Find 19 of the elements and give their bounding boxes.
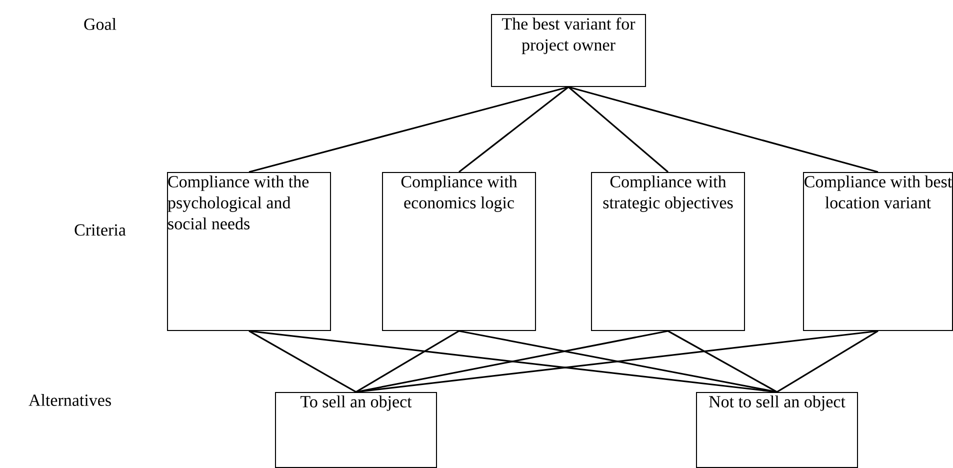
connector-line (356, 330, 460, 393)
text-box: Compliance with economics logic (382, 172, 536, 331)
connector-line (568, 86, 878, 173)
connector-line (356, 330, 878, 393)
level-label: Goal (84, 18, 116, 30)
text-box: The best variant for project owner (491, 14, 646, 87)
connector-line (248, 86, 569, 173)
connector-line (458, 86, 569, 173)
text-box: Not to sell an object (696, 392, 858, 468)
text-box: Compliance with the psychological and social needs (167, 172, 331, 331)
text-box: To sell an object (275, 392, 437, 468)
text-box: Compliance with best location variant (803, 172, 953, 331)
connector-line (668, 330, 778, 393)
level-label: Alternatives (28, 394, 111, 406)
connector-line (248, 330, 356, 393)
connector-line (776, 330, 878, 393)
text-box: Compliance with strategic objectives (591, 172, 745, 331)
connector-line (568, 86, 669, 173)
level-label: Criteria (74, 224, 126, 236)
